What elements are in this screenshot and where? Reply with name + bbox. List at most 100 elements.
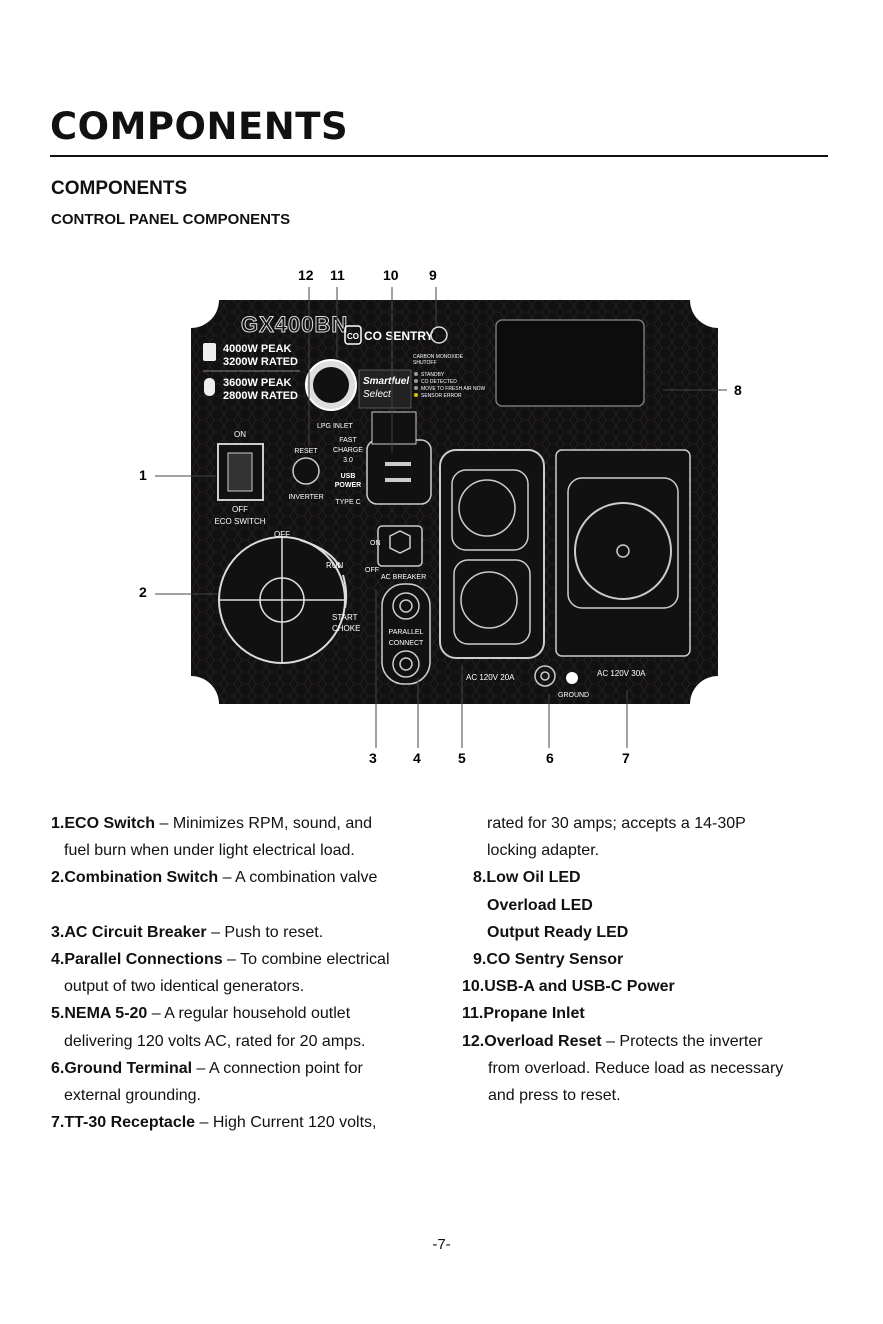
component-description: – To combine electrical: [222, 950, 390, 968]
subsection-title: CONTROL PANEL COMPONENTS: [51, 211, 291, 228]
co-sentry-logo: CO SENTRY: [364, 329, 434, 343]
tt-30-receptacle: [574, 502, 672, 600]
outlet-20a-bottom: [460, 571, 518, 629]
page-number: -7-: [432, 1236, 451, 1253]
description-line: from overload. Reduce load as necessary: [462, 1055, 872, 1082]
svg-text:3.0: 3.0: [343, 457, 353, 464]
title-divider: [50, 155, 828, 157]
model-name: GX400BN: [241, 312, 348, 337]
svg-text:RESET: RESET: [294, 448, 318, 455]
svg-text:3200W RATED: 3200W RATED: [223, 356, 298, 368]
component-description: locking adapter.: [487, 842, 600, 860]
svg-text:FAST: FAST: [339, 437, 357, 444]
description-line: 2.Combination Switch – A combination val…: [51, 864, 451, 891]
co-sensor: [430, 326, 448, 344]
ac-breaker: [377, 525, 423, 567]
svg-text:MOVE TO FRESH AIR NOW: MOVE TO FRESH AIR NOW: [421, 386, 486, 392]
svg-text:GROUND: GROUND: [558, 692, 589, 699]
parallel-port-top: [392, 592, 420, 620]
component-name: 11.Propane Inlet: [462, 1005, 585, 1023]
component-name: Output Ready LED: [487, 923, 629, 941]
component-description: external grounding.: [64, 1086, 201, 1104]
nema-5-20-outlet-cover: [439, 449, 545, 659]
parallel-port-bottom: [392, 650, 420, 678]
callout-3: 3: [369, 750, 377, 766]
svg-text:AC 120V 30A: AC 120V 30A: [597, 669, 646, 678]
description-line: Overload LED: [462, 892, 872, 919]
callout-5: 5: [458, 750, 466, 766]
description-line: fuel burn when under light electrical lo…: [51, 837, 451, 864]
callout-11: 11: [330, 267, 345, 283]
smartfuel-badge: [358, 369, 412, 409]
component-description: – A regular household outlet: [147, 1005, 351, 1023]
component-description: – A connection point for: [192, 1059, 363, 1077]
component-name: 8.Low Oil LED: [473, 869, 581, 887]
svg-text:POWER: POWER: [335, 482, 361, 489]
callout-12: 12: [298, 267, 314, 283]
callout-2: 2: [139, 584, 147, 600]
svg-text:CO DETECTED: CO DETECTED: [421, 379, 457, 385]
description-line: 3.AC Circuit Breaker – Push to reset.: [51, 919, 451, 946]
svg-text:CHARGE: CHARGE: [333, 447, 363, 454]
description-line: delivering 120 volts AC, rated for 20 am…: [51, 1028, 451, 1055]
description-line: 8.Low Oil LED: [462, 864, 872, 891]
description-line: rated for 30 amps; accepts a 14-30P: [462, 810, 872, 837]
description-line: external grounding.: [51, 1082, 451, 1109]
svg-text:OFF: OFF: [232, 505, 248, 514]
svg-text:RUN: RUN: [326, 561, 344, 570]
page-title: COMPONENTS: [50, 105, 349, 148]
ground-terminal: [534, 665, 556, 687]
component-name: 9.CO Sentry Sensor: [473, 950, 624, 968]
component-name: 6.Ground Terminal: [51, 1059, 193, 1077]
description-right-column: rated for 30 amps; accepts a 14-30P locki…: [462, 810, 872, 1109]
svg-text:3600W PEAK: 3600W PEAK: [223, 377, 292, 389]
callout-8: 8: [734, 382, 742, 398]
description-line: [51, 892, 451, 919]
component-description: – Minimizes RPM, sound, and: [155, 815, 373, 832]
description-line: 1.ECO Switch – Minimizes RPM, sound, and: [51, 810, 451, 837]
component-description: – High Current 120 volts,: [195, 1114, 377, 1132]
component-description: – A combination valve: [218, 869, 378, 887]
description-line: locking adapter.: [462, 837, 872, 864]
component-name: 4.Parallel Connections: [51, 950, 223, 968]
component-name: 2.Combination Switch: [51, 869, 219, 887]
svg-text:CARBON MONOXIDE: CARBON MONOXIDE: [413, 354, 464, 360]
svg-text:START: START: [332, 613, 358, 622]
svg-text:Smartfuel: Smartfuel: [363, 376, 409, 387]
svg-text:CONNECT: CONNECT: [389, 640, 424, 647]
section-title: COMPONENTS: [51, 178, 188, 199]
svg-text:INVERTER: INVERTER: [288, 494, 323, 501]
usb-cover: [366, 439, 432, 505]
svg-text:ON: ON: [234, 430, 246, 439]
component-description: rated for 30 amps; accepts a 14-30P: [487, 815, 746, 832]
component-description: – Push to reset.: [206, 923, 324, 941]
component-name: Overload LED: [487, 896, 593, 914]
description-line: 6.Ground Terminal – A connection point f…: [51, 1055, 451, 1082]
description-line: output of two identical generators.: [51, 973, 451, 1000]
description-left-column: 1.ECO Switch – Minimizes RPM, sound, and…: [51, 810, 451, 1136]
svg-text:2800W RATED: 2800W RATED: [223, 390, 298, 402]
component-name: 1.ECO Switch: [51, 815, 156, 832]
callout-6: 6: [546, 750, 554, 766]
description-line: and press to reset.: [462, 1082, 872, 1109]
svg-text:CO: CO: [347, 332, 359, 341]
description-line: 9.CO Sentry Sensor: [462, 946, 872, 973]
svg-text:AC BREAKER: AC BREAKER: [381, 574, 426, 581]
description-line: 10.USB-A and USB-C Power: [462, 973, 872, 1000]
description-line: 11.Propane Inlet: [462, 1000, 872, 1027]
description-line: 4.Parallel Connections – To combine elec…: [51, 946, 451, 973]
svg-text:STANDBY: STANDBY: [421, 372, 445, 378]
component-description: from overload. Reduce load as necessary: [488, 1059, 784, 1077]
callout-4: 4: [413, 750, 421, 766]
svg-text:ECO SWITCH: ECO SWITCH: [214, 517, 265, 526]
svg-text:LPG INLET: LPG INLET: [317, 423, 354, 430]
outlet-20a-top: [458, 479, 516, 537]
display-window: [495, 319, 645, 407]
description-line: 5.NEMA 5-20 – A regular household outlet: [51, 1000, 451, 1027]
callout-10: 10: [383, 267, 399, 283]
ground-symbol-icon: [566, 672, 578, 684]
svg-text:OFF: OFF: [365, 567, 379, 574]
svg-text:USB: USB: [341, 473, 356, 480]
control-panel-diagram: GX400BN 4000W PEAK 3200W RATED 3600W PEA…: [139, 267, 742, 766]
callout-9: 9: [429, 267, 437, 283]
